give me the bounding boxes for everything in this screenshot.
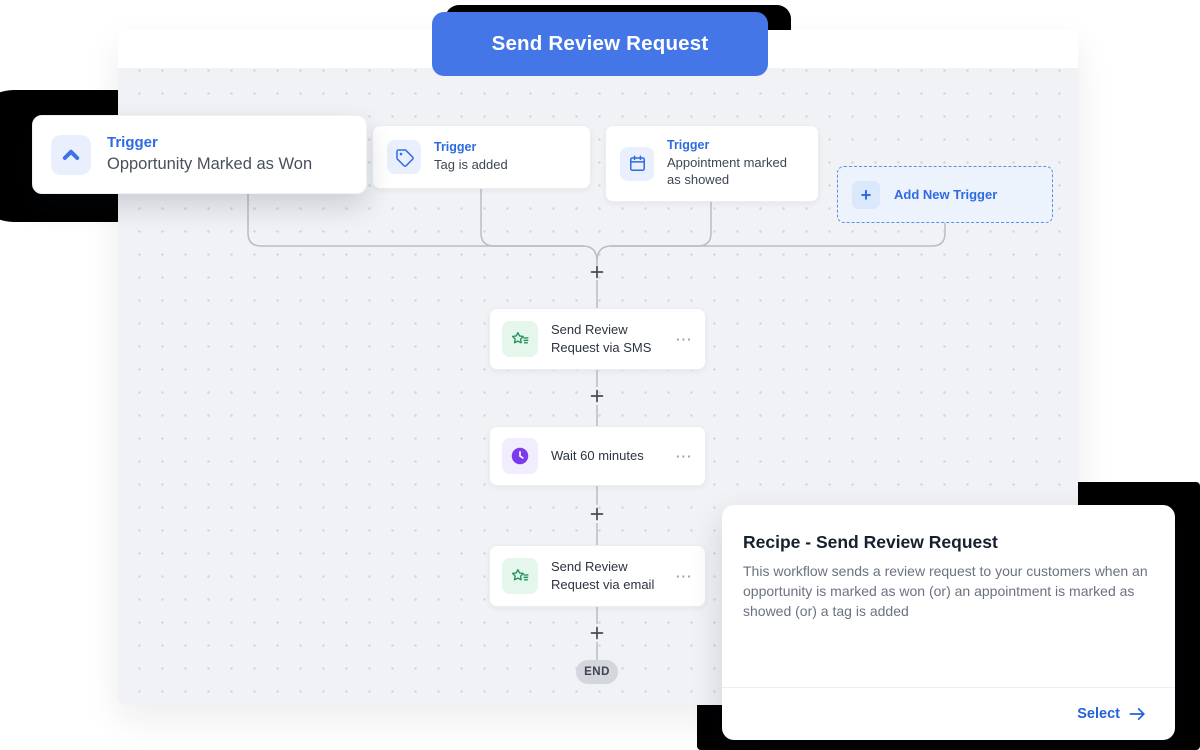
plus-icon: + [852,180,880,209]
add-new-trigger-label: Add New Trigger [894,187,998,202]
trigger-card-tag[interactable]: Trigger Tag is added [372,125,591,189]
recipe-title: Recipe - Send Review Request [743,532,998,552]
more-options-icon[interactable]: ⋯ [675,566,693,586]
select-button[interactable]: Select [1077,706,1147,722]
trigger-card-opportunity[interactable]: Trigger Opportunity Marked as Won [32,115,367,194]
trigger-card-appointment[interactable]: Trigger Appointment marked as showed [605,125,819,202]
clock-icon [502,438,538,474]
calendar-icon [620,146,654,181]
action-title: Send Review Request via SMS [551,322,652,355]
recipe-panel: Recipe - Send Review Request This workfl… [722,505,1175,740]
trigger-type-label: Trigger [107,133,158,151]
action-title: Send Review Request via email [551,559,655,592]
review-star-icon [502,321,538,357]
workflow-title-button[interactable]: Send Review Request [432,12,768,76]
add-new-trigger-button[interactable]: + Add New Trigger [837,166,1053,223]
action-title: Wait 60 minutes [551,448,644,464]
action-card-email[interactable]: Send Review Request via email ⋯ [489,545,706,607]
trigger-type-label: Trigger [667,138,710,153]
more-options-icon[interactable]: ⋯ [675,446,693,466]
tag-icon [387,140,421,174]
action-card-wait[interactable]: Wait 60 minutes ⋯ [489,426,706,486]
select-label: Select [1077,706,1120,722]
arrow-right-icon [1129,708,1145,720]
chevron-up-icon [51,134,91,175]
recipe-description: This workflow sends a review request to … [743,563,1148,619]
trigger-title: Appointment marked as showed [667,154,787,187]
trigger-title: Tag is added [434,156,508,172]
action-card-sms[interactable]: Send Review Request via SMS ⋯ [489,308,706,370]
trigger-type-label: Trigger [434,140,477,155]
trigger-title: Opportunity Marked as Won [107,154,313,173]
review-star-icon [502,558,538,594]
recipe-footer: Select [722,687,1175,740]
more-options-icon[interactable]: ⋯ [675,329,693,349]
end-node: END [576,660,618,684]
